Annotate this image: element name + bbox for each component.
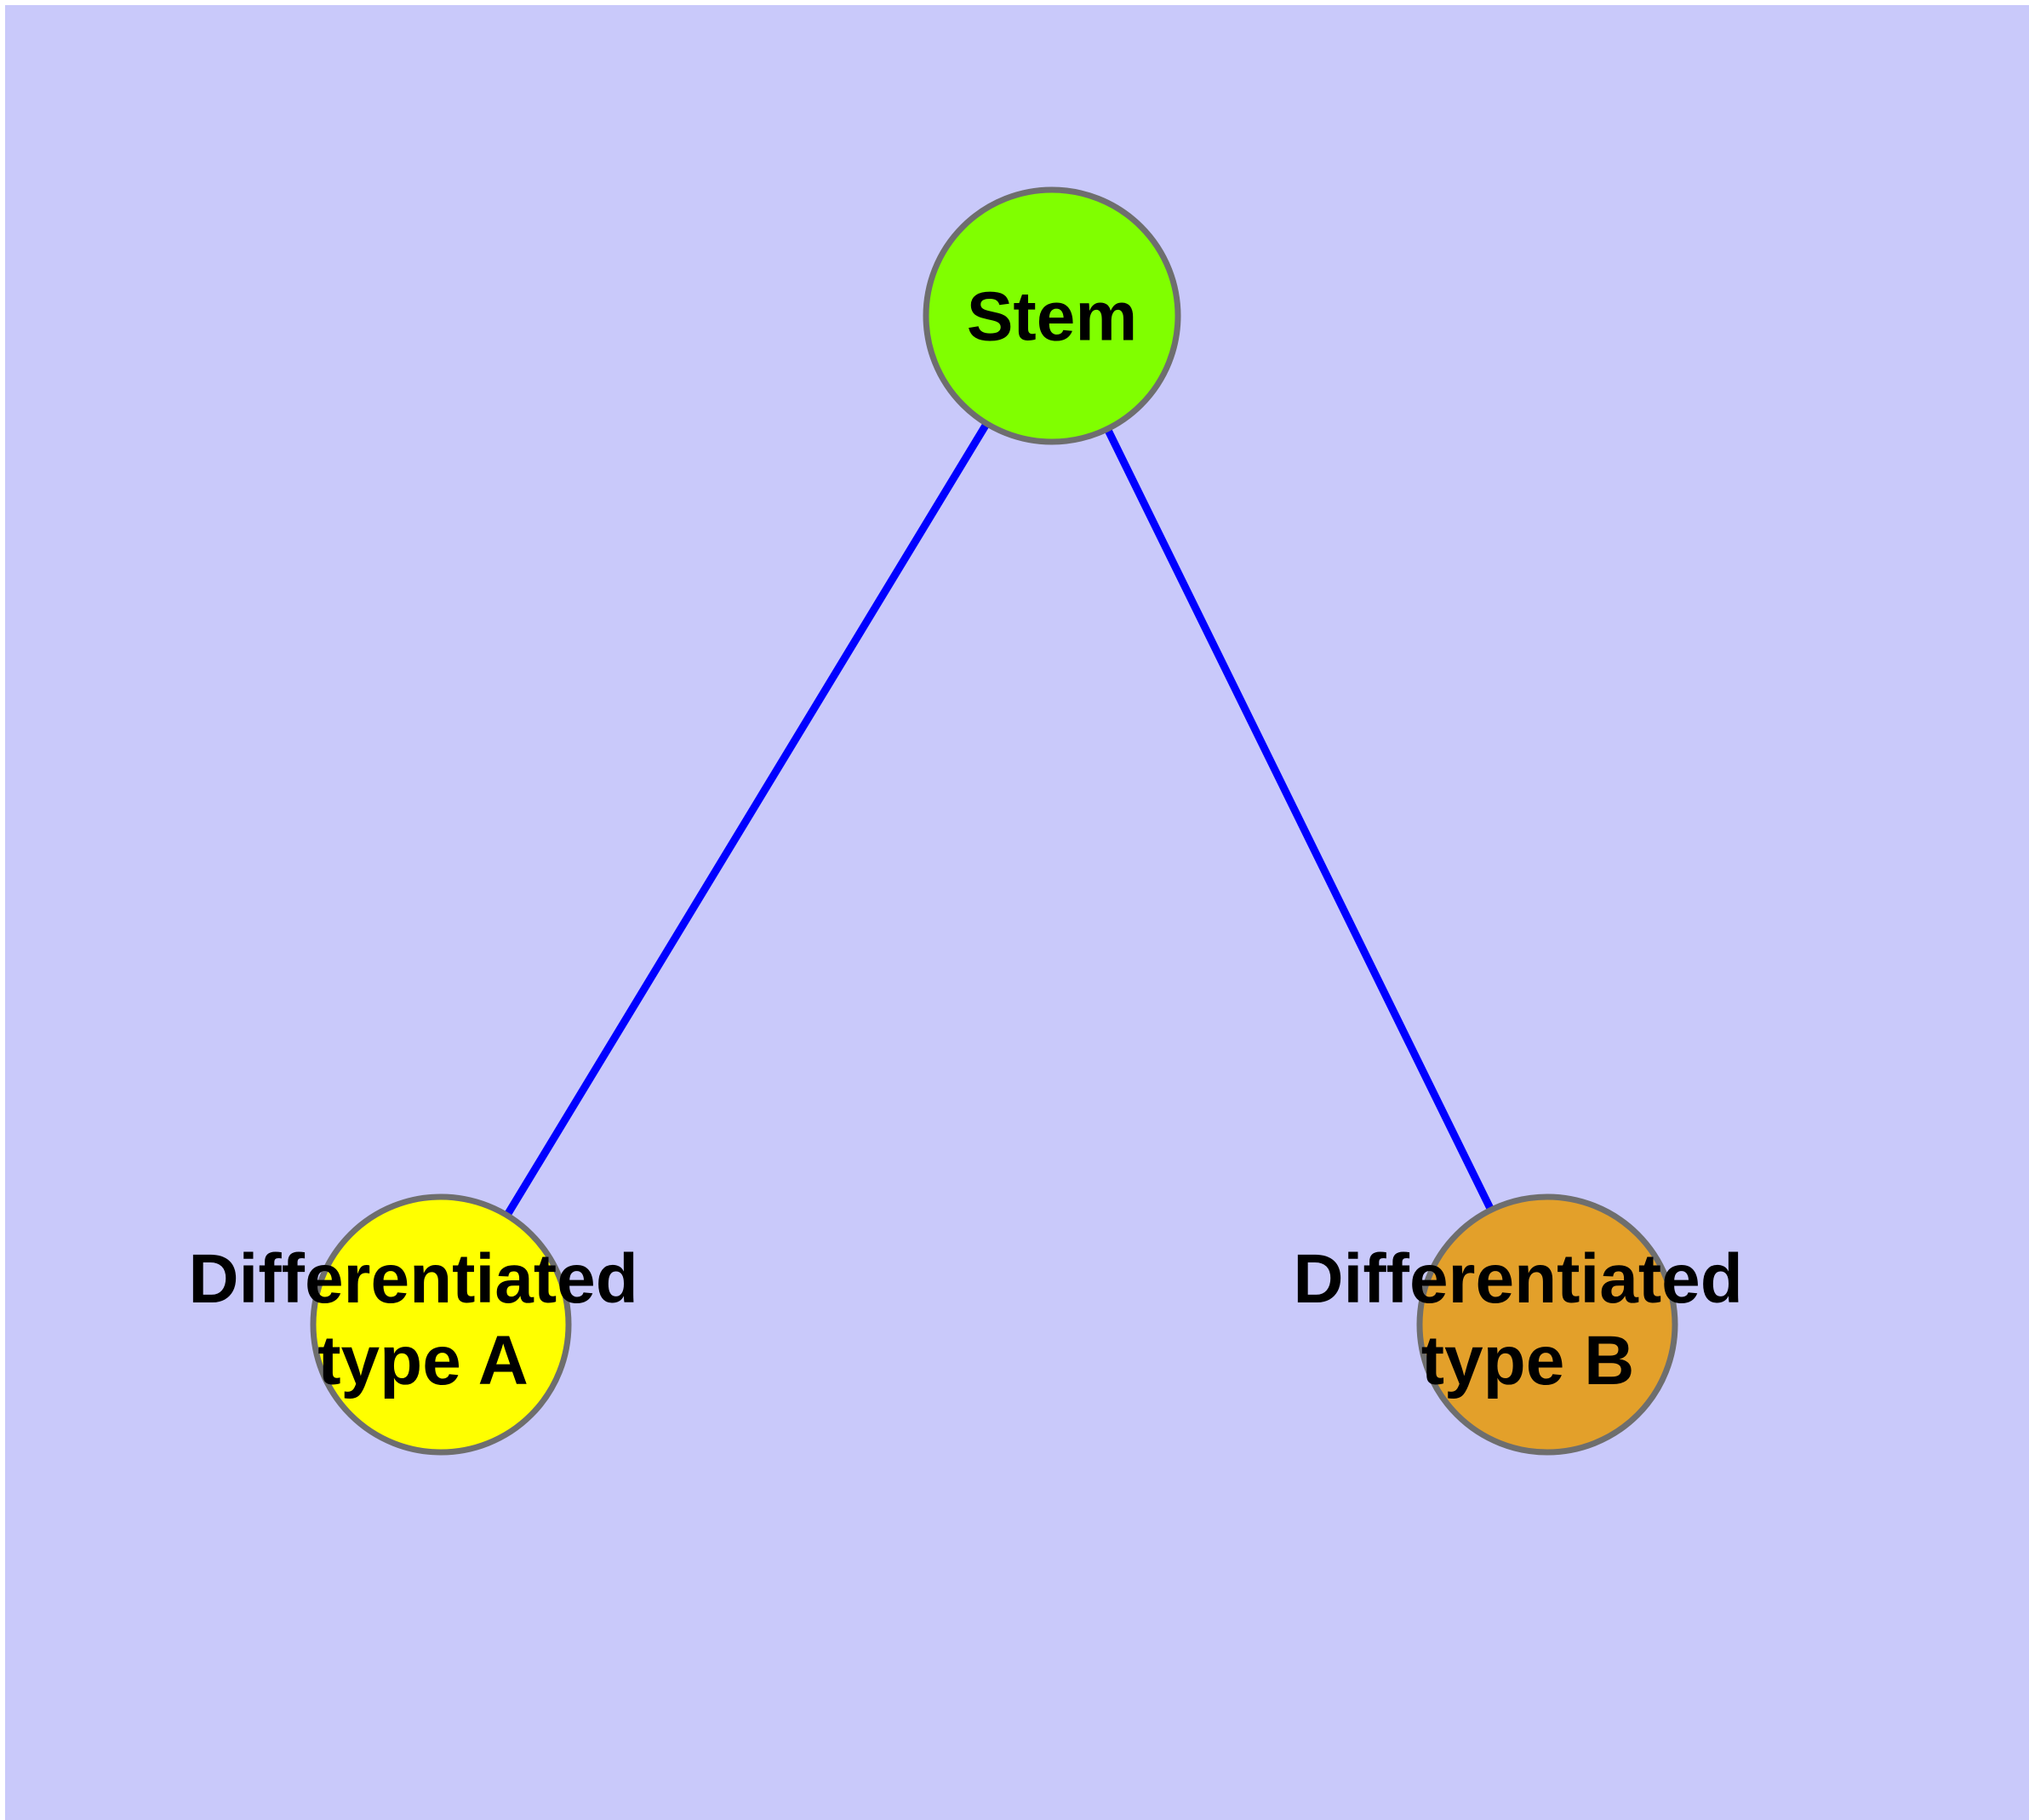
- node-label-b-line-2: type B: [1421, 1322, 1635, 1399]
- edges-layer: [503, 421, 1495, 1218]
- edge-stem-to-differentiated-type-b[interactable]: [1104, 426, 1495, 1212]
- node-label-differentiated-type-b: Differentiated type B: [1293, 1240, 1762, 1399]
- node-label-a-line-2: type A: [317, 1322, 529, 1399]
- labels-layer: Stem Differentiated type A Differentiate…: [188, 278, 1762, 1399]
- node-stem[interactable]: [923, 186, 1181, 445]
- node-label-differentiated-type-a: Differentiated type A: [188, 1240, 657, 1399]
- edge-stem-to-differentiated-type-a[interactable]: [503, 421, 991, 1218]
- node-differentiated-type-a[interactable]: [310, 1193, 572, 1456]
- nodes-layer: [310, 186, 1678, 1456]
- node-differentiated-type-b[interactable]: [1416, 1193, 1678, 1456]
- node-label-stem: Stem: [967, 278, 1138, 356]
- node-label-a-line-1: Differentiated: [188, 1240, 638, 1318]
- node-label-b-line-1: Differentiated: [1293, 1240, 1743, 1318]
